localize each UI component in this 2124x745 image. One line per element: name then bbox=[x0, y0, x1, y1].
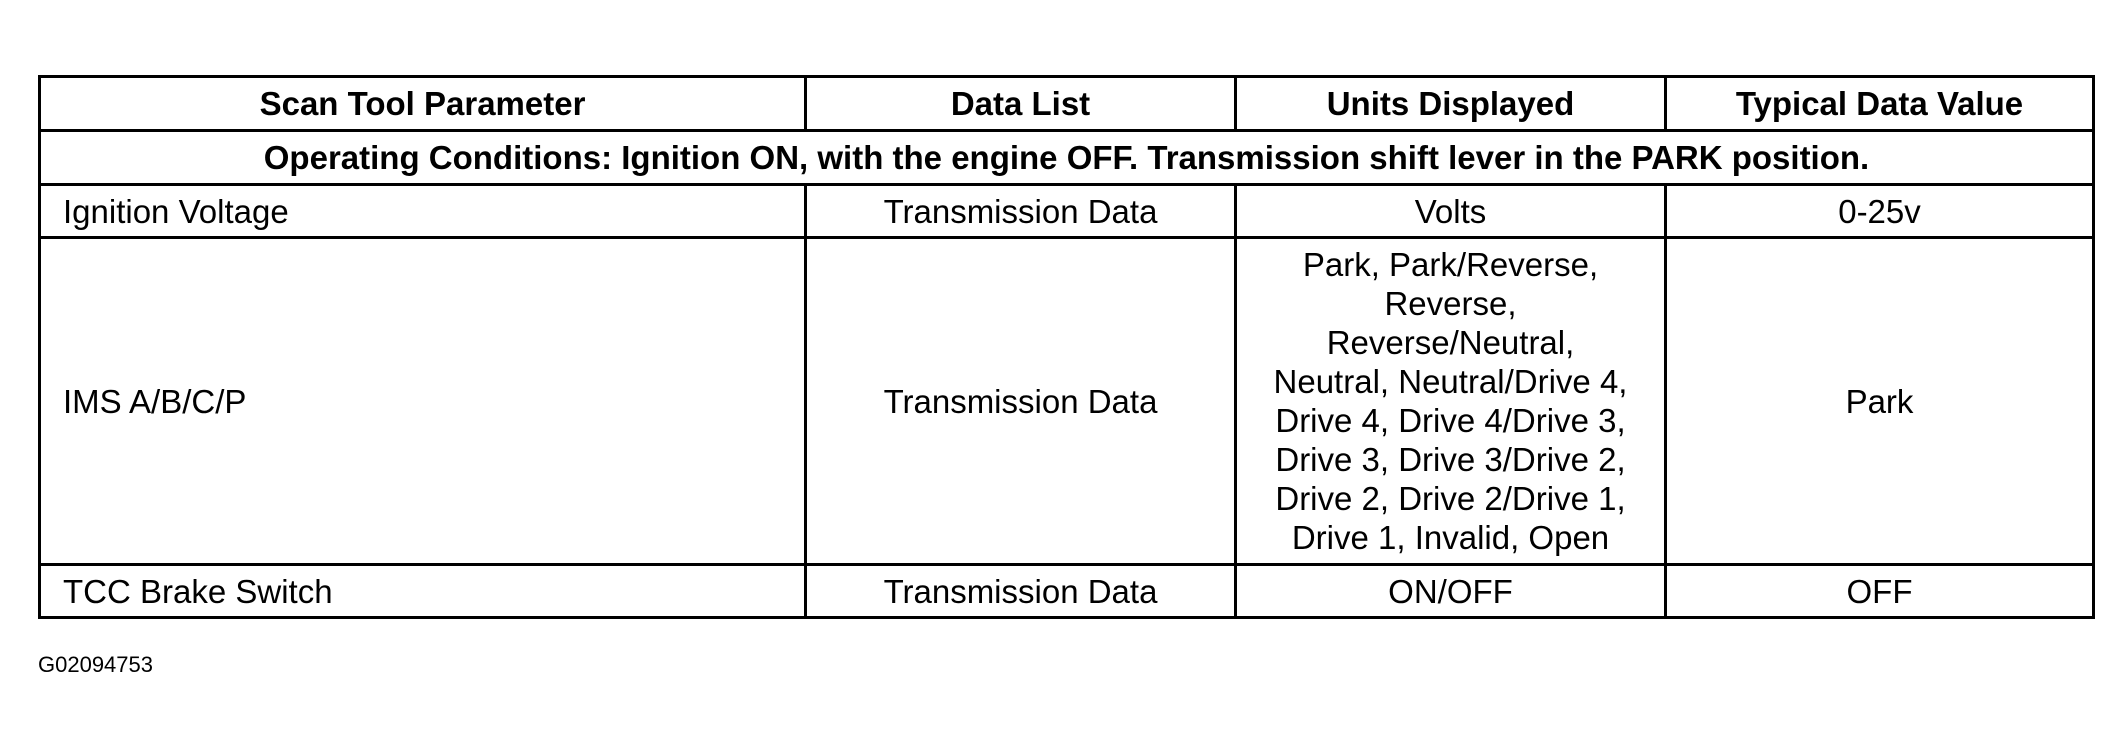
parameter-cell: Ignition Voltage bbox=[38, 183, 807, 239]
figure-id: G02094753 bbox=[38, 652, 153, 677]
header-row: Scan Tool Parameter Data List Units Disp… bbox=[38, 75, 2095, 132]
parameter-cell: IMS A/B/C/P bbox=[38, 236, 807, 566]
units-cell: Volts bbox=[1234, 183, 1667, 239]
units-line: Neutral, Neutral/Drive 4, bbox=[1273, 363, 1628, 400]
typical-value-cell: OFF bbox=[1664, 563, 2095, 619]
conditions-row: Operating Conditions: Ignition ON, with … bbox=[38, 129, 2095, 186]
units-line: Reverse/Neutral, bbox=[1326, 324, 1575, 361]
header-scan-tool-parameter: Scan Tool Parameter bbox=[38, 75, 807, 132]
units-line: Drive 3, Drive 3/Drive 2, bbox=[1275, 441, 1626, 478]
data-list-cell: Transmission Data bbox=[804, 183, 1237, 239]
header-units-displayed: Units Displayed bbox=[1234, 75, 1667, 132]
units-line: Drive 4, Drive 4/Drive 3, bbox=[1275, 402, 1626, 439]
header-data-list: Data List bbox=[804, 75, 1237, 132]
data-list-cell: Transmission Data bbox=[804, 563, 1237, 619]
table-row: IMS A/B/C/P Transmission Data Park, Park… bbox=[38, 236, 2095, 566]
table-row: TCC Brake Switch Transmission Data ON/OF… bbox=[38, 563, 2095, 619]
parameter-cell: TCC Brake Switch bbox=[38, 563, 807, 619]
operating-conditions: Operating Conditions: Ignition ON, with … bbox=[38, 129, 2095, 186]
units-cell: Park, Park/Reverse, Reverse, Reverse/Neu… bbox=[1234, 236, 1667, 566]
units-line: Drive 2, Drive 2/Drive 1, bbox=[1275, 480, 1626, 517]
units-line: Drive 1, Invalid, Open bbox=[1291, 519, 1610, 556]
units-line: Reverse, bbox=[1384, 285, 1517, 322]
table-row: Ignition Voltage Transmission Data Volts… bbox=[38, 183, 2095, 239]
typical-value-cell: Park bbox=[1664, 236, 2095, 566]
typical-value-cell: 0-25v bbox=[1664, 183, 2095, 239]
header-typical-data-value: Typical Data Value bbox=[1664, 75, 2095, 132]
units-cell: ON/OFF bbox=[1234, 563, 1667, 619]
units-line: Park, Park/Reverse, bbox=[1302, 246, 1599, 283]
data-list-cell: Transmission Data bbox=[804, 236, 1237, 566]
scan-tool-data-table: Scan Tool Parameter Data List Units Disp… bbox=[38, 75, 2095, 619]
